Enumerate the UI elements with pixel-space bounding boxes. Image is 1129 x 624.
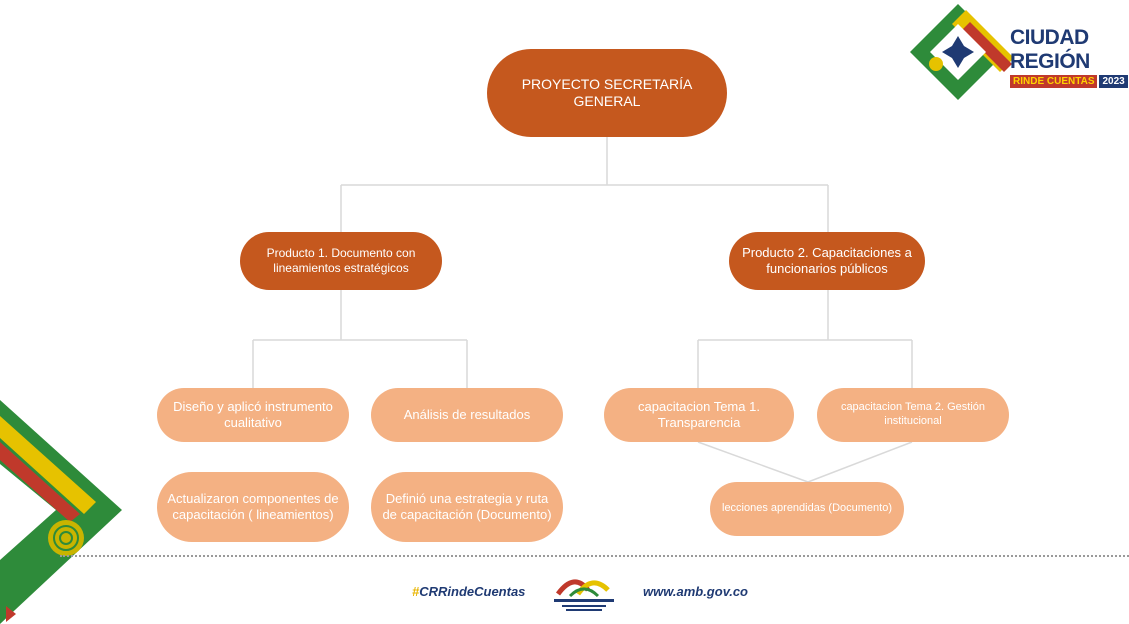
decorative-chevron-icon <box>0 400 122 624</box>
connector-tema1-lecciones <box>697 441 809 483</box>
activity-diseno-label: Diseño y aplicó instrumento cualitativo <box>173 398 333 430</box>
brand-subtitle: RINDE CUENTAS <box>1010 75 1098 88</box>
brand-subtitle-row: RINDE CUENTAS 2023 <box>1010 75 1129 88</box>
producto-1-label: Producto 1. Documento con lineamientos e… <box>266 246 416 275</box>
activity-tema2-label: capacitacion Tema 2. Gestión institucion… <box>840 401 986 427</box>
hashtag-prefix: # <box>412 584 420 599</box>
producto-2-label: Producto 2. Capacitaciones a funcionario… <box>742 244 912 276</box>
producto-1-node: Producto 1. Documento con lineamientos e… <box>240 232 442 290</box>
activity-lecciones-node: lecciones aprendidas (Documento) <box>710 482 904 536</box>
brand-title: CIUDAD REGIÓN <box>1010 26 1090 73</box>
activity-analisis-node: Análisis de resultados <box>371 388 563 442</box>
activity-definio-node: Definió una estrategia y ruta de capacit… <box>371 472 563 542</box>
activity-tema1-node: capacitacion Tema 1. Transparencia <box>604 388 794 442</box>
activity-tema1-label: capacitacion Tema 1. Transparencia <box>638 398 760 430</box>
connector-tema2-lecciones <box>807 441 913 483</box>
brand-year: 2023 <box>1099 75 1128 88</box>
activity-tema2-node: capacitacion Tema 2. Gestión institucion… <box>817 388 1009 442</box>
activity-definio-label: Definió una estrategia y ruta de capacit… <box>382 490 552 522</box>
amb-logo <box>554 579 614 611</box>
activity-analisis-label: Análisis de resultados <box>403 406 531 422</box>
root-node-label: PROYECTO SECRETARÍA GENERAL <box>521 75 693 110</box>
footer-website: www.amb.gov.co <box>643 584 748 599</box>
activity-actualizaron-node: Actualizaron componentes de capacitación… <box>157 472 349 542</box>
hashtag-text: CRRindeCuentas <box>419 584 526 599</box>
activity-actualizaron-label: Actualizaron componentes de capacitación… <box>167 490 339 522</box>
producto-2-node: Producto 2. Capacitaciones a funcionario… <box>729 232 925 290</box>
footer-hashtag: #CRRindeCuentas <box>412 584 525 599</box>
footer-divider <box>60 555 1129 557</box>
brand-text: CIUDAD REGIÓN RINDE CUENTAS 2023 <box>1010 26 1129 88</box>
ciudad-region-logo <box>910 4 1014 100</box>
activity-lecciones-label: lecciones aprendidas (Documento) <box>722 502 892 515</box>
root-node: PROYECTO SECRETARÍA GENERAL <box>487 49 727 137</box>
activity-diseno-node: Diseño y aplicó instrumento cualitativo <box>157 388 349 442</box>
